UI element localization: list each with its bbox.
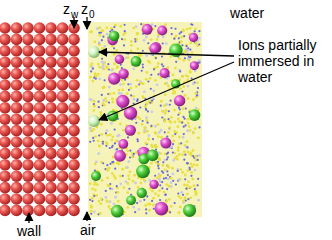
axis-subscript: 0: [89, 9, 95, 20]
pointer-arrows: [29, 17, 234, 223]
wall-atoms: [0, 22, 80, 216]
callout-label: Ions partially immersed in water: [238, 37, 328, 85]
axis-subscript: w: [71, 9, 78, 20]
axis-symbol: z: [63, 1, 70, 17]
water-region: [88, 22, 202, 217]
region-label: air: [80, 222, 96, 238]
region-label: wall: [17, 223, 41, 239]
region-label: water: [230, 5, 264, 21]
axis-symbol: z: [81, 1, 88, 17]
